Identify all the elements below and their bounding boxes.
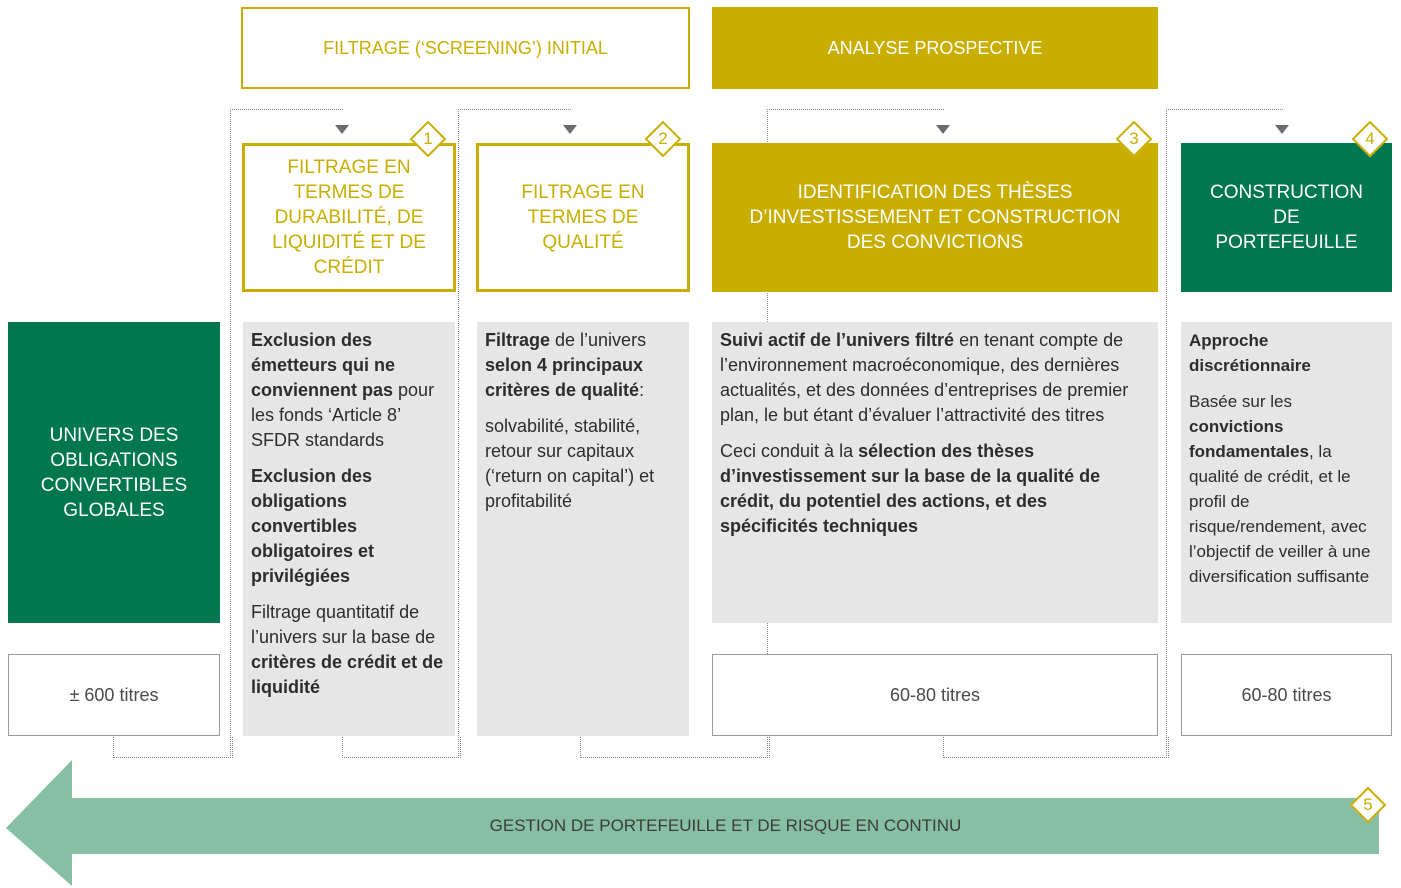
connector-step2-step3 — [580, 737, 770, 758]
step-2-badge: 2 — [644, 120, 682, 158]
panel-step-3: Suivi actif de l’univers filtré en tenan… — [712, 322, 1158, 623]
panel-2-a-mid: de l’univers — [550, 330, 647, 350]
panel-4-para-b: Basée sur les convictions fondamentales,… — [1189, 389, 1384, 589]
panel-1-c-bold: critères de crédit et de liquidité — [251, 652, 444, 697]
step-4-title: CONSTRUCTION DE PORTEFEUILLE — [1209, 182, 1364, 253]
connector-step1-step2 — [342, 737, 461, 758]
panel-3-b-bold: sélection des thèses d’investissement su… — [720, 441, 1101, 536]
panel-step-4: Approche discrétionnaire Basée sur les c… — [1181, 322, 1392, 623]
step-2-number: 2 — [658, 129, 668, 148]
step-2-box: FILTRAGE EN TERMES DE QUALITÉ — [476, 143, 690, 292]
step-2-title: FILTRAGE EN TERMES DE QUALITÉ — [521, 182, 645, 253]
panel-4-b-pre: Basée sur les — [1189, 392, 1292, 411]
step-3-badge: 3 — [1115, 120, 1153, 158]
header-prospective: ANALYSE PROSPECTIVE — [712, 7, 1158, 89]
panel-4-a-bold: Approche discrétionnaire — [1189, 331, 1311, 375]
panel-step-1: Exclusion des émetteurs qui ne convienne… — [243, 322, 455, 736]
universe-label: UNIVERS DES OBLIGATIONS CONVERTIBLES GLO… — [40, 424, 188, 521]
arrow-down-step1-icon — [335, 125, 349, 134]
connector-up-step4 — [1166, 109, 1283, 758]
step-4-count-box: 60-80 titres — [1181, 654, 1392, 736]
step-1-box: FILTRAGE EN TERMES DE DURABILITÉ, DE LIQ… — [242, 143, 456, 292]
step-4-box: CONSTRUCTION DE PORTEFEUILLE — [1181, 143, 1392, 292]
step-3-number: 3 — [1129, 129, 1139, 148]
arrow-down-step2-icon — [563, 125, 577, 134]
connector-step3-step4 — [943, 737, 1169, 758]
panel-2-para-b: solvabilité, stabilité, retour sur capit… — [485, 416, 655, 511]
panel-1-para-c: Filtrage quantitatif de l’univers sur la… — [251, 600, 447, 700]
panel-1-b-bold: Exclusion des obligations convertibles o… — [251, 466, 375, 586]
header-prospective-label: ANALYSE PROSPECTIVE — [827, 37, 1043, 58]
step-5-number: 5 — [1363, 795, 1373, 814]
panel-3-para-b: Ceci conduit à la sélection des thèses d… — [720, 439, 1150, 539]
continuous-management-label-wrap: GESTION DE PORTEFEUILLE ET DE RISQUE EN … — [72, 798, 1379, 854]
header-screening-label: FILTRAGE (‘SCREENING’) INITIAL — [323, 37, 608, 58]
step-3-title: IDENTIFICATION DES THÈSES D’INVESTISSEME… — [749, 182, 1121, 253]
continuous-management-label: GESTION DE PORTEFEUILLE ET DE RISQUE EN … — [489, 816, 962, 835]
panel-1-para-a: Exclusion des émetteurs qui ne convienne… — [251, 328, 447, 453]
panel-1-a-rest: pour les fonds ‘Article 8’ SFDR standard… — [251, 380, 435, 450]
step-4-count: 60-80 titres — [1241, 684, 1332, 705]
panel-2-a-bold1: Filtrage — [485, 330, 551, 350]
step-1-title: FILTRAGE EN TERMES DE DURABILITÉ, DE LIQ… — [272, 157, 426, 278]
panel-4-para-a: Approche discrétionnaire — [1189, 328, 1384, 378]
continuous-management-arrow — [6, 760, 1379, 886]
connector-universe-step1 — [113, 737, 233, 758]
step-1-number: 1 — [423, 129, 433, 148]
step-4-number: 4 — [1365, 129, 1375, 148]
panel-3-a-rest: en tenant compte de l’environnement macr… — [720, 330, 1129, 425]
connector-up-step2 — [458, 109, 571, 758]
arrow-down-step4-icon — [1275, 125, 1289, 134]
panel-4-b-bold: convictions fondamentales — [1189, 417, 1309, 461]
header-screening: FILTRAGE (‘SCREENING’) INITIAL — [241, 7, 690, 89]
step-1-badge: 1 — [409, 120, 447, 158]
step-3-box: IDENTIFICATION DES THÈSES D’INVESTISSEME… — [712, 143, 1158, 292]
panel-2-para-a: Filtrage de l’univers selon 4 principaux… — [485, 328, 681, 403]
panel-3-a-bold: Suivi actif de l’univers filtré — [720, 330, 955, 350]
step-5-badge: 5 — [1349, 786, 1387, 824]
step-4-badge: 4 — [1351, 120, 1389, 158]
universe-box: UNIVERS DES OBLIGATIONS CONVERTIBLES GLO… — [8, 322, 220, 623]
step-3-count-box: 60-80 titres — [712, 654, 1158, 736]
panel-2-a-bold2: selon 4 principaux critères de qualité — [485, 355, 644, 400]
panel-1-a-bold: Exclusion des émetteurs qui ne convienne… — [251, 330, 396, 400]
connector-up-step1 — [230, 109, 343, 758]
panel-4-b-rest: , la qualité de crédit, et le profil de … — [1189, 442, 1371, 586]
universe-count-box: ± 600 titres — [8, 654, 220, 736]
panel-3-para-a: Suivi actif de l’univers filtré en tenan… — [720, 328, 1150, 428]
panel-step-2: Filtrage de l’univers selon 4 principaux… — [477, 322, 689, 736]
step-3-count: 60-80 titres — [889, 684, 981, 705]
universe-count: ± 600 titres — [69, 684, 159, 705]
panel-1-para-b: Exclusion des obligations convertibles o… — [251, 464, 447, 589]
panel-2-a-end: : — [639, 380, 645, 400]
arrow-down-step3-icon — [936, 125, 950, 134]
continuous-management-arrow-shape — [6, 760, 1379, 886]
panel-1-c-pre: Filtrage quantitatif de l’univers sur la… — [251, 602, 436, 647]
panel-3-b-pre: Ceci conduit à la — [720, 441, 859, 461]
